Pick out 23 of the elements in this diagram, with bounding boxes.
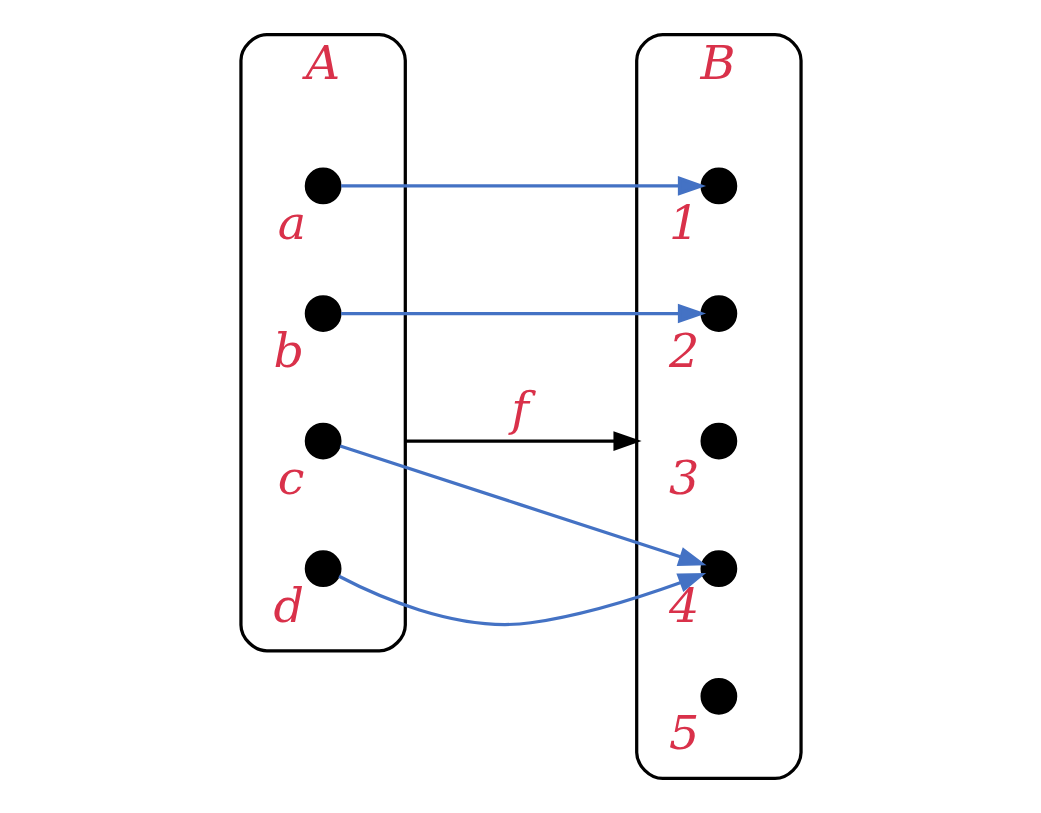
node-label: a (277, 195, 306, 251)
node-label: c (277, 450, 304, 506)
node-circle (304, 295, 341, 332)
arrow (337, 572, 706, 626)
arrow (340, 176, 706, 196)
node-circle (700, 677, 737, 715)
arrow (404, 431, 642, 451)
node-label: 4 (668, 577, 699, 633)
arrow (340, 303, 706, 324)
node-label: 2 (668, 322, 699, 378)
node-label: b (272, 322, 304, 378)
node-circle (700, 422, 737, 460)
node-circle (304, 167, 341, 205)
node-circle (304, 422, 341, 460)
node-label: d (272, 577, 304, 633)
node-circle (700, 550, 737, 588)
node-circle (700, 295, 737, 332)
node-label: 3 (668, 450, 699, 506)
node-label: 1 (668, 195, 699, 251)
node-circle (700, 167, 737, 205)
node-label: 5 (668, 705, 699, 761)
node-circle (304, 550, 341, 588)
arrow (339, 444, 706, 566)
